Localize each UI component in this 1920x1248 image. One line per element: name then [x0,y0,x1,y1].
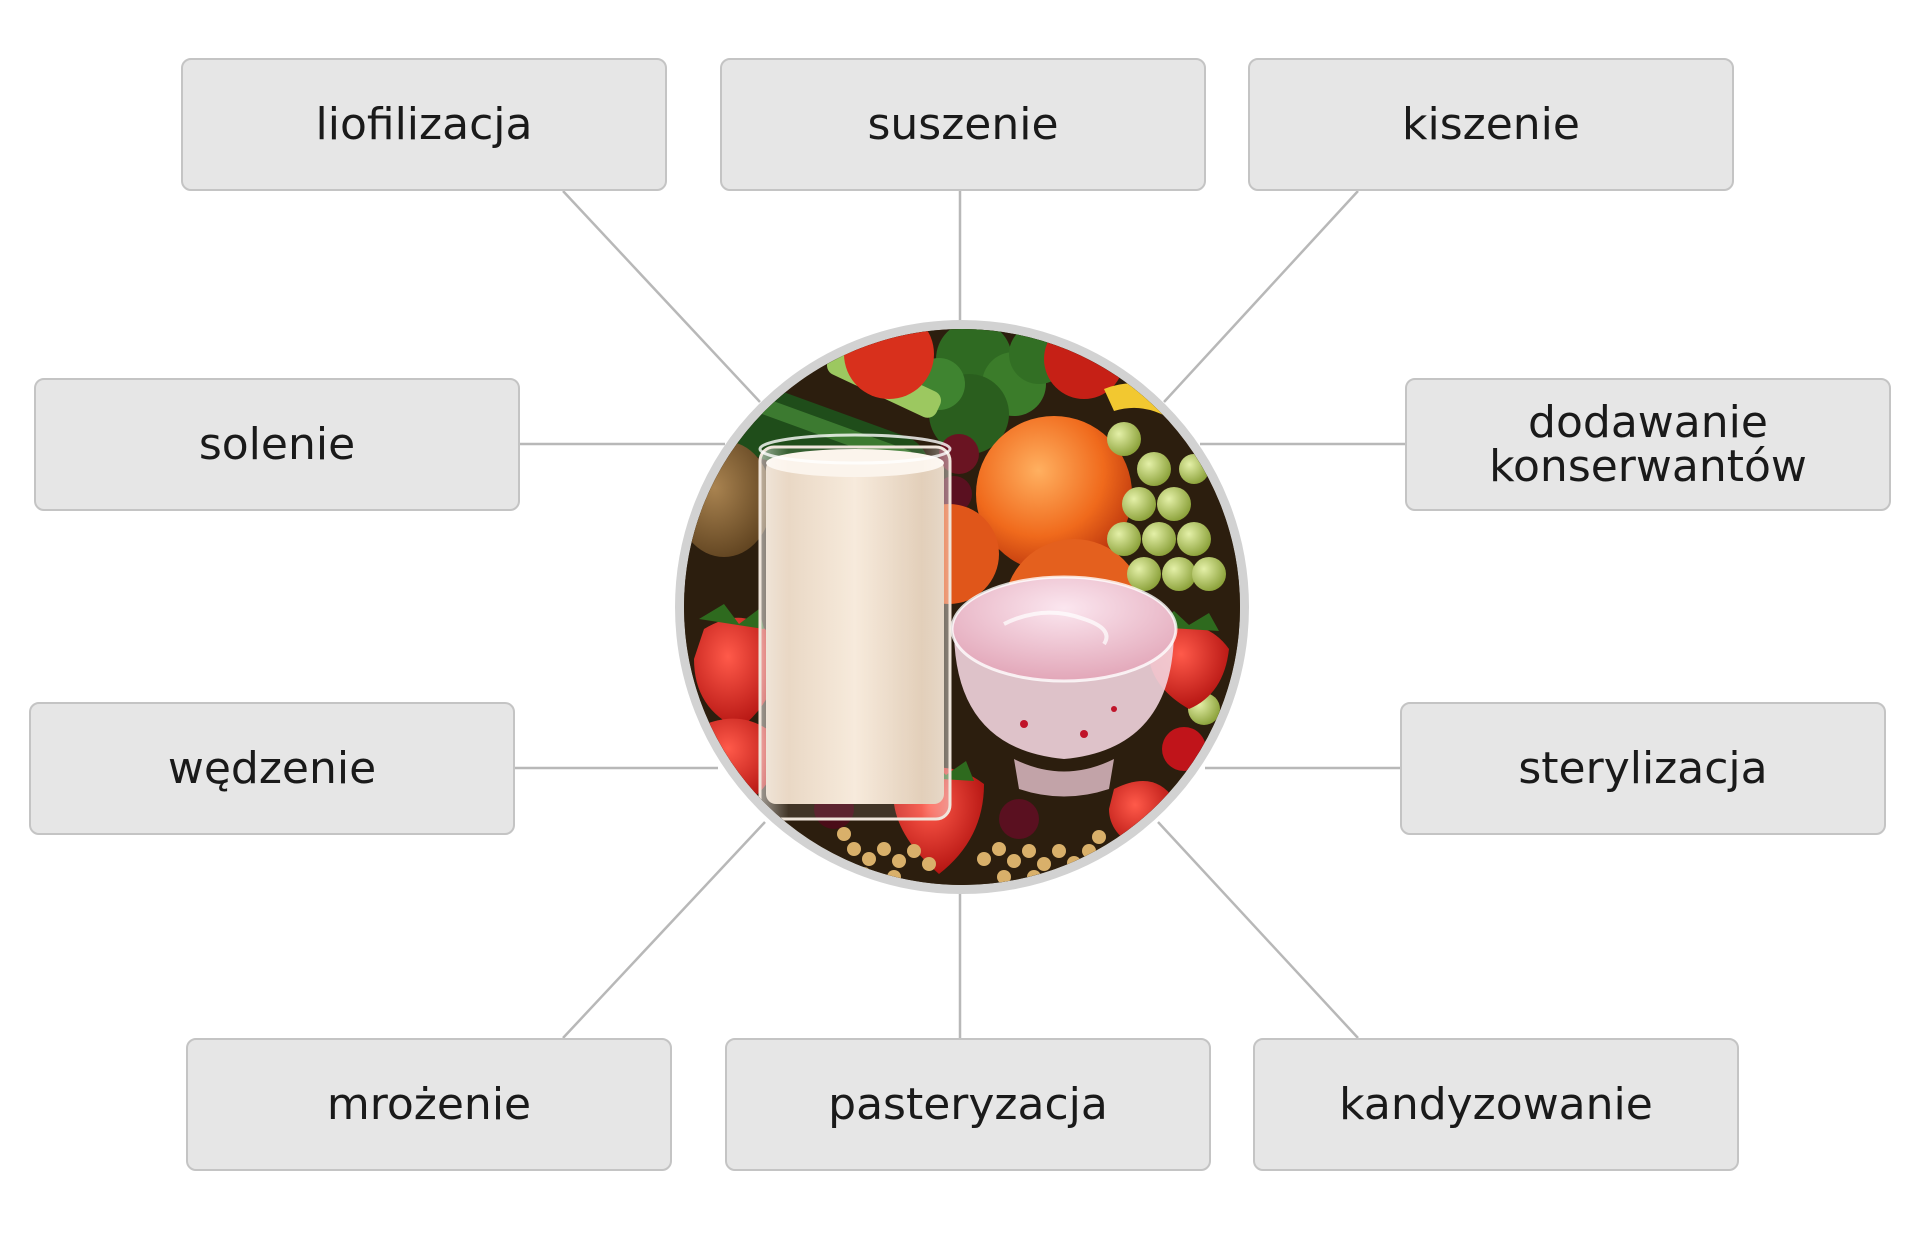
green-grapes [1107,422,1226,725]
method-label: suszenie [867,98,1059,150]
method-box-mrozenie: mrożenie [186,1038,672,1171]
connector-top-right [1163,190,1359,403]
method-box-suszenie: suszenie [720,58,1206,191]
method-box-wedzenie: wędzenie [29,702,515,835]
method-label: wędzenie [167,742,377,794]
connector-top-left [562,190,761,403]
connector-bot-right [1157,821,1359,1039]
method-label: kiszenie [1402,98,1580,150]
milk-glass [758,433,952,821]
method-label: liofilizacja [315,98,533,150]
connector-bot-left [562,821,766,1039]
method-box-kiszenie: kiszenie [1248,58,1734,191]
method-label: kandyzowanie [1339,1078,1653,1130]
method-label: dodawanie konserwantów [1489,396,1807,492]
method-box-pasteryzacja: pasteryzacja [725,1038,1211,1171]
method-box-liofilizacja: liofilizacja [181,58,667,191]
food-photo [675,320,1249,894]
method-label: pasteryzacja [828,1078,1108,1130]
method-box-sterylizacja: sterylizacja [1400,702,1886,835]
method-label: solenie [198,418,356,470]
method-box-solenie: solenie [34,378,520,511]
method-label: mrożenie [326,1078,532,1130]
method-label: sterylizacja [1518,742,1768,794]
food-photo-illustration [684,329,1240,885]
method-box-dodawanie-konserwantow: dodawanie konserwantów [1405,378,1891,511]
yogurt-bowl [950,575,1178,797]
method-box-kandyzowanie: kandyzowanie [1253,1038,1739,1171]
